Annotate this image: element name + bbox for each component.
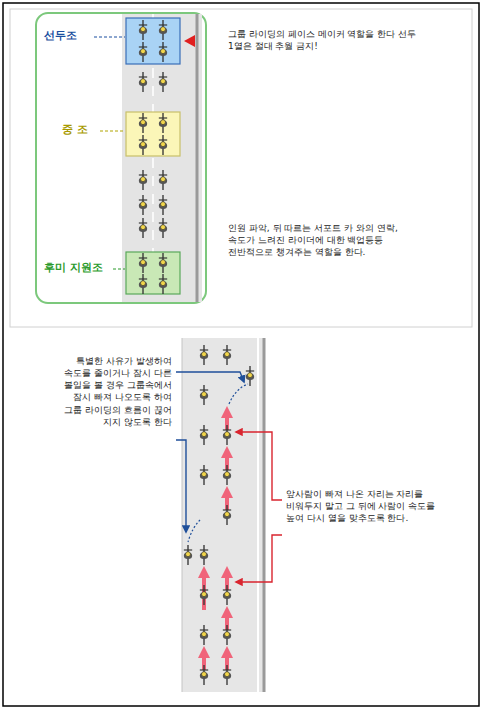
- cyclist: [200, 625, 208, 645]
- marker-triangle: [184, 35, 195, 47]
- cyclist: [200, 385, 208, 405]
- cyclist: [223, 465, 231, 485]
- cyclist: [159, 253, 167, 273]
- cyclist: [159, 135, 167, 155]
- note-text: 인원 파악, 뒤 따르는 서포트 카 와의 연락, 속도가 느려진 라이더에 대…: [228, 222, 423, 258]
- group-name: 후미 지원조: [44, 261, 103, 276]
- cyclist: [223, 665, 231, 685]
- cyclist: [159, 170, 167, 190]
- pull-out-path: [229, 384, 248, 404]
- cyclist: [246, 366, 254, 386]
- top-panel: [10, 9, 472, 327]
- cyclist: [139, 253, 147, 273]
- cyclist: [159, 20, 167, 40]
- cyclist: [200, 465, 208, 485]
- cyclist: [223, 505, 231, 525]
- cyclist: [223, 585, 231, 605]
- note-text: 그룹 라이딩의 페이스 메이커 역할을 한다 선두 1열은 절대 추월 금지!: [228, 28, 433, 52]
- road-edge: [263, 338, 266, 692]
- road-edge: [182, 338, 183, 692]
- callout-arrow: [176, 440, 186, 532]
- cyclist: [139, 274, 147, 294]
- leader-line: [113, 269, 125, 270]
- cyclist: [159, 42, 167, 62]
- cyclist: [139, 20, 147, 40]
- cyclist: [139, 135, 147, 155]
- pull-out-path: [188, 520, 200, 542]
- rear-group-box: [126, 252, 180, 294]
- note-text: 특별한 사유가 발생하여 속도를 줄이거나 잠시 다른 볼일을 볼 경우 그룹속…: [62, 355, 172, 428]
- cyclist: [200, 345, 208, 365]
- note-text: 앞사람이 빠져 나온 자리는 자리를 비워두지 말고 그 뒤에 사람이 속도를 …: [286, 488, 451, 524]
- outer-frame: [3, 3, 479, 706]
- middle-group-box: [126, 112, 180, 156]
- callout-arrow: [176, 372, 244, 382]
- callout-arrow: [236, 535, 282, 582]
- riders: [139, 20, 254, 685]
- cyclist: [139, 170, 147, 190]
- cyclist: [139, 113, 147, 133]
- cyclist: [184, 545, 192, 565]
- cyclist: [159, 218, 167, 238]
- lead-group-box: [126, 18, 180, 64]
- cyclist: [223, 625, 231, 645]
- cyclist: [223, 345, 231, 365]
- road-edge: [196, 14, 199, 302]
- cyclist: [139, 195, 147, 215]
- move-up-arrows: [204, 412, 227, 670]
- cyclist: [200, 545, 208, 565]
- cyclist: [139, 72, 147, 92]
- cyclist: [223, 425, 231, 445]
- group-name: 중 조: [62, 123, 88, 138]
- cyclist: [200, 665, 208, 685]
- cyclist: [159, 113, 167, 133]
- road: [122, 14, 202, 302]
- cyclist: [159, 274, 167, 294]
- road-edge: [257, 338, 259, 692]
- cyclist: [139, 218, 147, 238]
- road: [182, 338, 264, 692]
- cyclist: [159, 195, 167, 215]
- leader-line: [94, 37, 125, 38]
- leader-line: [100, 131, 125, 132]
- cyclist: [159, 72, 167, 92]
- group-name: 선두조: [44, 29, 77, 44]
- callout-arrow: [236, 432, 282, 500]
- cyclist: [200, 585, 208, 605]
- green-frame: [36, 13, 206, 303]
- cyclist: [200, 425, 208, 445]
- cyclist: [139, 42, 147, 62]
